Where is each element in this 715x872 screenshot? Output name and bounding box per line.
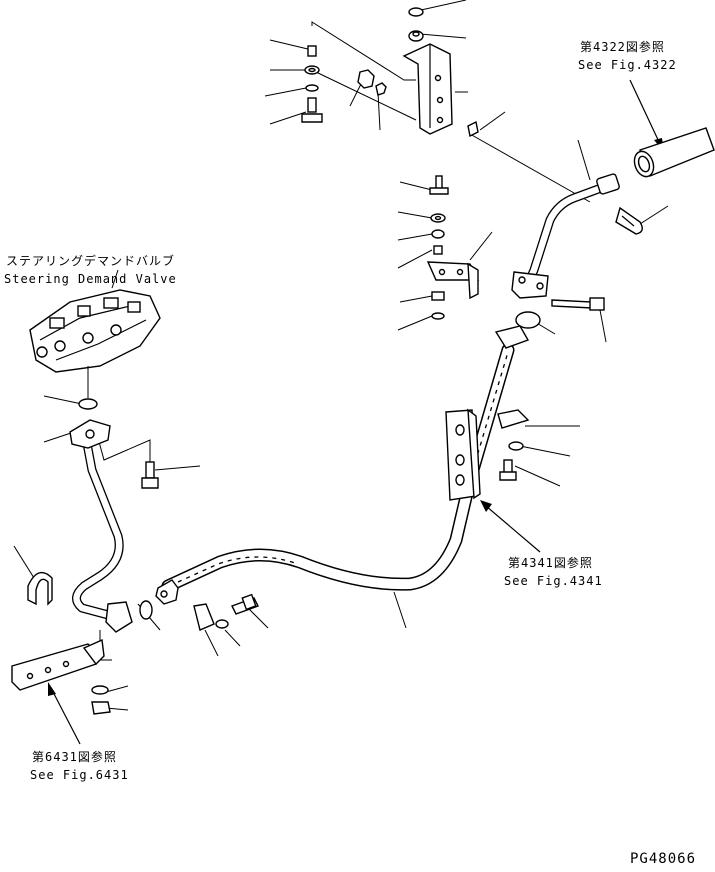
ref-4322-jp: 第4322図参照 xyxy=(580,40,665,54)
valve-label-en: Steering Demand Valve xyxy=(4,272,177,286)
mid-bolt-right xyxy=(551,297,605,311)
right-bracket xyxy=(445,408,481,501)
ref-4341-jp: 第4341図参照 xyxy=(508,556,593,570)
top-left-fasteners xyxy=(301,45,479,138)
top-mounting-bracket xyxy=(402,43,453,135)
leader-lines xyxy=(13,0,669,711)
main-hose xyxy=(155,325,530,605)
left-steering-pipe xyxy=(69,419,133,633)
ref-4341-en: See Fig.4341 xyxy=(504,574,603,588)
right-clamp xyxy=(497,409,530,481)
left-washer-nut xyxy=(91,685,111,715)
valve-label-jp: ステアリングデマンドバルブ xyxy=(6,254,176,268)
oring-mid xyxy=(515,311,541,329)
upper-hose-end xyxy=(633,127,715,178)
mid-fasteners xyxy=(429,175,449,320)
left-bolt xyxy=(141,461,159,489)
upper-steering-pipe xyxy=(511,173,620,299)
ref-4322-en: See Fig.4322 xyxy=(578,58,677,72)
u-bolt-left xyxy=(27,571,53,606)
drawing-id: PG48066 xyxy=(630,851,697,867)
top-washers xyxy=(408,7,424,42)
ref-6431-en: See Fig.6431 xyxy=(30,768,129,782)
u-bolt-upper xyxy=(615,206,643,235)
reference-arrows xyxy=(48,79,664,745)
mid-clamp-plate xyxy=(426,261,480,300)
steering-demand-valve xyxy=(29,269,161,398)
ref-6431-jp: 第6431図参照 xyxy=(32,750,117,764)
hose-end-parts xyxy=(139,593,259,631)
oring-valve xyxy=(78,398,98,410)
left-lower-bracket xyxy=(11,638,105,691)
